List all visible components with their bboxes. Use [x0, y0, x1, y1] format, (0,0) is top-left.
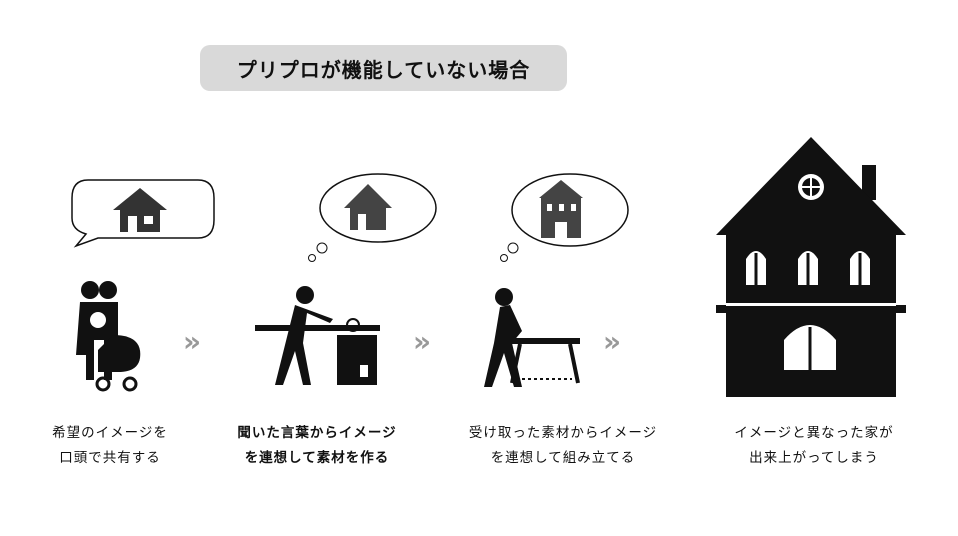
- caption-line: 聞いた言葉からイメージ: [237, 425, 397, 441]
- step-4-caption: イメージと異なった家が 出来上がってしまう: [704, 421, 924, 471]
- caption-line: 希望のイメージを: [52, 425, 168, 441]
- caption-line: 出来上がってしまう: [749, 450, 879, 466]
- step-3-caption: 受け取った素材からイメージ を連想して組み立てる: [453, 421, 673, 471]
- caption-line: イメージと異なった家が: [734, 425, 894, 441]
- worker-assembling-icon: [484, 288, 580, 387]
- next-arrow-icon: »: [603, 325, 621, 358]
- worker-table-saw-icon: [255, 286, 380, 385]
- large-house-icon: [716, 137, 906, 397]
- family-with-stroller-icon: [76, 281, 141, 392]
- caption-line: を連想して素材を作る: [244, 450, 390, 466]
- caption-line: を連想して組み立てる: [490, 450, 636, 466]
- caption-line: 口頭で共有する: [59, 450, 161, 466]
- step-1-caption: 希望のイメージを 口頭で共有する: [0, 421, 220, 471]
- caption-line: 受け取った素材からイメージ: [468, 425, 658, 441]
- next-arrow-icon: »: [183, 325, 201, 358]
- page-title: プリプロが機能していない場合: [200, 45, 567, 91]
- thought-bubble-building-icon: [500, 173, 629, 262]
- next-arrow-icon: »: [413, 325, 431, 358]
- thought-bubble-house-icon: [308, 173, 437, 262]
- speech-bubble-house-icon: [71, 179, 215, 248]
- step-2-caption: 聞いた言葉からイメージ を連想して素材を作る: [207, 421, 427, 471]
